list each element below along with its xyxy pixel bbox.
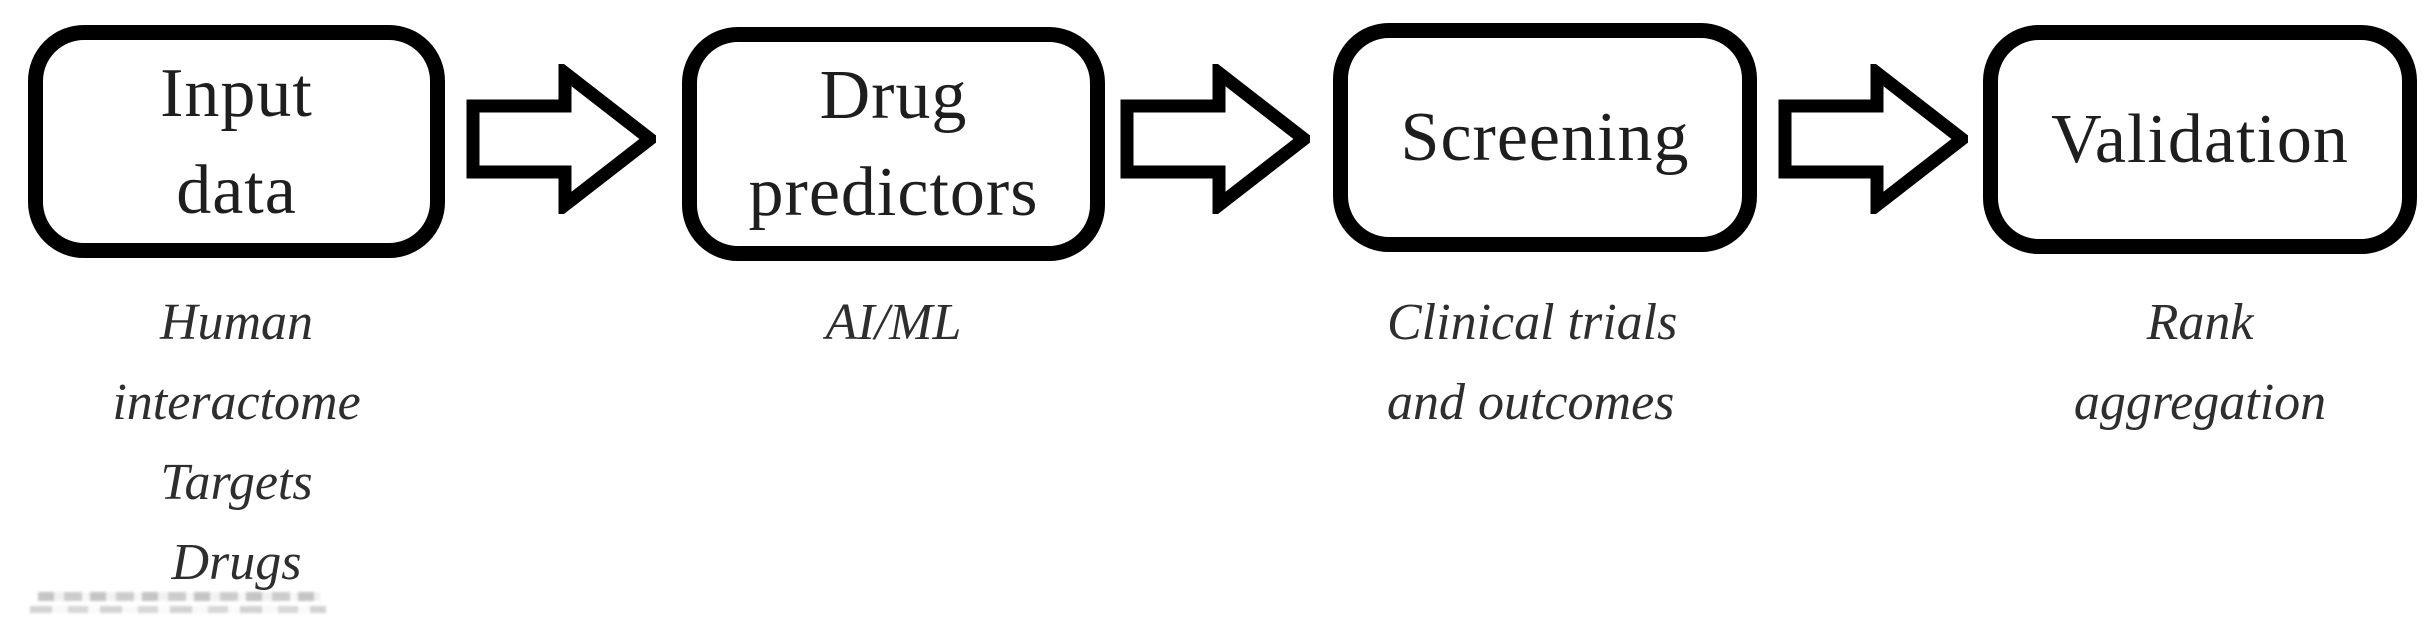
arrow-right-shape bbox=[1778, 64, 1968, 214]
step-box-drug-predictors: Drug predictors bbox=[682, 27, 1105, 261]
step-note-screening: Clinical trials and outcomes bbox=[1387, 283, 1677, 443]
arrow-right-icon bbox=[1778, 64, 1968, 214]
cropped-text-artifact bbox=[30, 592, 330, 618]
step-box-title-line: predictors bbox=[748, 154, 1039, 231]
step-box-input-data: Input data bbox=[28, 25, 445, 258]
note-line: interactome bbox=[112, 374, 361, 431]
cropped-text-row bbox=[30, 606, 326, 613]
step-note-validation: Rank aggregation bbox=[1983, 283, 2417, 443]
arrow-right-icon bbox=[466, 64, 656, 214]
step-box-title-line: data bbox=[176, 151, 297, 229]
step-note-input-data: Human interactome Targets Drugs bbox=[28, 283, 445, 603]
note-line: Targets bbox=[160, 454, 313, 511]
arrow-right-icon bbox=[1120, 64, 1310, 214]
step-box-screening: Screening bbox=[1333, 23, 1757, 252]
step-box-title-line: Validation bbox=[2051, 101, 2349, 178]
step-box-title-line: Drug bbox=[819, 57, 968, 134]
cropped-text-row bbox=[38, 592, 320, 601]
note-line: aggregation bbox=[2073, 374, 2327, 431]
arrow-right-shape bbox=[466, 64, 656, 214]
note-line: Clinical trials bbox=[1387, 294, 1678, 351]
step-box-title-line: Input bbox=[160, 54, 313, 132]
note-line: AI/ML bbox=[825, 294, 962, 351]
note-line: Drugs bbox=[171, 534, 302, 591]
step-note-drug-predictors: AI/ML bbox=[682, 283, 1105, 363]
step-box-validation: Validation bbox=[1983, 25, 2417, 254]
note-line: Rank bbox=[2146, 294, 2254, 351]
note-line: and outcomes bbox=[1387, 374, 1675, 431]
arrow-right-shape bbox=[1120, 64, 1310, 214]
step-box-title-line: Screening bbox=[1400, 99, 1690, 176]
note-line: Human bbox=[159, 294, 314, 351]
